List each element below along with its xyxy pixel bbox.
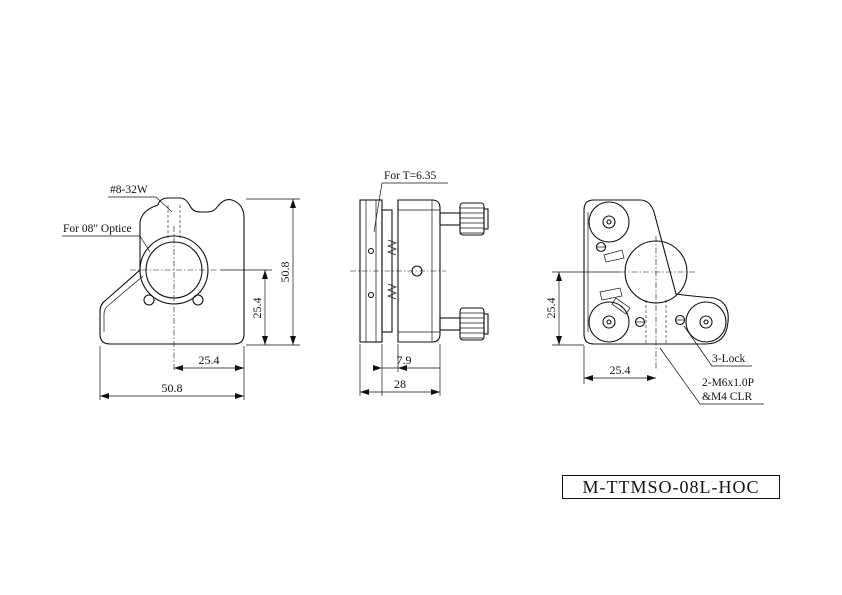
rear-dim-width-half: 25.4: [610, 363, 631, 377]
front-pin-hole-right: [192, 294, 204, 306]
front-dim-height: 50.8: [278, 262, 292, 283]
thickness-note: For T=6.35: [384, 170, 437, 182]
rear-knob-bottom-right: [685, 301, 727, 343]
screw-note-line1: 2-M6x1.0P: [702, 377, 754, 389]
rear-lock-screw-3: [674, 314, 686, 326]
side-spring-bottom: [387, 283, 397, 300]
rear-lock-screw-2: [634, 316, 646, 328]
optic-note: For 08" Optice: [63, 223, 132, 235]
side-dim-offset: 7.9: [397, 353, 412, 367]
front-body-edge: [103, 275, 144, 332]
side-knob-top: [459, 202, 489, 236]
rear-knob-bottom-left: [588, 301, 630, 343]
rear-dim-height-half: 25.4: [544, 298, 558, 319]
rear-lock-screw-1: [595, 241, 607, 253]
side-dim-depth: 28: [394, 377, 406, 391]
front-dim-height-half: 25.4: [250, 298, 264, 319]
front-pin-hole-left: [143, 294, 155, 306]
side-spring-top: [387, 239, 397, 256]
thread-note: #8-32W: [110, 184, 148, 196]
side-knob-bottom: [459, 307, 489, 341]
part-number-box: M-TTMSO-08L-HOC: [562, 475, 780, 499]
front-view: 50.8 25.4 25.4 50.8 #8-32W For 08" Optic…: [62, 184, 300, 400]
rear-body-outline: [583, 199, 729, 345]
front-body-outline: [99, 197, 245, 345]
rear-knob-top: [588, 201, 630, 243]
rear-view: 25.4 25.4 3-Lock 2-M6x1.0P &M4 CLR: [544, 199, 764, 405]
side-view: For T=6.35 7.9 28: [350, 170, 489, 396]
part-number: M-TTMSO-08L-HOC: [582, 476, 760, 497]
lock-note: 3-Lock: [712, 353, 745, 365]
front-dim-width: 50.8: [162, 381, 183, 395]
front-dim-width-half: 25.4: [199, 353, 220, 367]
screw-note-line2: &M4 CLR: [702, 391, 752, 403]
side-body-block: [397, 199, 441, 343]
